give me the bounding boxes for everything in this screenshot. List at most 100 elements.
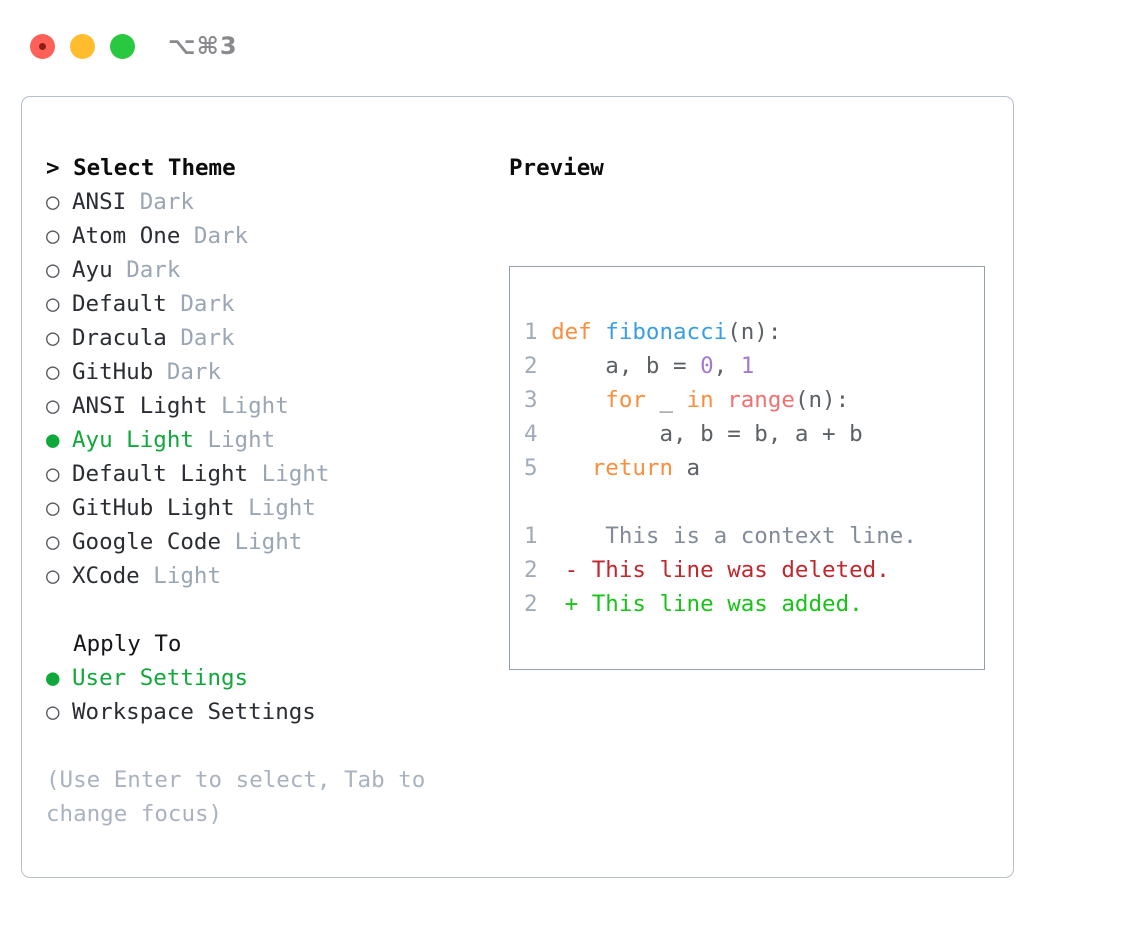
theme-option-dracula[interactable]: ○ Dracula Dark <box>46 321 476 355</box>
theme-option-github[interactable]: ○ GitHub Dark <box>46 355 476 389</box>
radio-unselected-icon: ○ <box>46 325 60 351</box>
code-token: in <box>686 387 714 413</box>
code-line: 2 a, b = 0, 1 <box>524 349 917 383</box>
theme-option-label: Ayu Light <box>72 427 208 453</box>
theme-option-label: GitHub <box>72 359 167 385</box>
theme-option-label: ANSI <box>72 189 140 215</box>
code-token <box>714 387 728 413</box>
code-token: a, b = <box>551 353 701 379</box>
theme-option-label: Default <box>72 291 181 317</box>
close-button[interactable] <box>30 34 55 59</box>
theme-option-google-code[interactable]: ○ Google Code Light <box>46 525 476 559</box>
theme-option-label: Atom One <box>72 223 194 249</box>
theme-option-default[interactable]: ○ Default Dark <box>46 287 476 321</box>
title-bar: ⌥⌘3 <box>8 8 1132 80</box>
theme-selector-panel: > Select Theme ○ANSI Dark○Atom One Dark○… <box>21 96 1014 878</box>
code-token: return <box>591 455 674 481</box>
diff-line-text: + This line was added. <box>551 591 863 617</box>
theme-option-ansi[interactable]: ○ ANSI Dark <box>46 185 476 219</box>
code-line: 5 return a <box>524 451 917 485</box>
diff-line: 2 - This line was deleted. <box>524 553 917 587</box>
theme-variant-tag: Dark <box>180 291 235 317</box>
theme-option-label: Dracula <box>72 325 181 351</box>
code-token: _ <box>645 387 687 413</box>
theme-option-xcode[interactable]: ○ XCode Light <box>46 559 476 593</box>
radio-unselected-icon: ○ <box>46 495 60 521</box>
radio-unselected-icon: ○ <box>46 529 60 555</box>
theme-option-label: XCode <box>72 563 154 589</box>
apply-to-heading: Apply To <box>73 631 182 657</box>
radio-unselected-icon: ○ <box>46 393 60 419</box>
zoom-button[interactable] <box>110 34 135 59</box>
code-token: a <box>673 455 701 481</box>
radio-unselected-icon: ○ <box>46 699 60 725</box>
radio-unselected-icon: ○ <box>46 359 60 385</box>
radio-selected-icon: ● <box>46 665 60 691</box>
theme-variant-tag: Light <box>261 461 330 487</box>
code-token: (n): <box>794 387 850 413</box>
keyboard-shortcut-label: ⌥⌘3 <box>168 32 238 60</box>
diff-line: 2 + This line was added. <box>524 587 917 621</box>
theme-variant-tag: Light <box>234 529 303 555</box>
theme-option-ansi-light[interactable]: ○ ANSI Light Light <box>46 389 476 423</box>
line-number: 2 <box>524 353 552 379</box>
theme-variant-tag: Dark <box>193 223 249 249</box>
line-number: 4 <box>524 421 552 447</box>
traffic-light-group <box>30 34 135 59</box>
radio-unselected-icon: ○ <box>46 189 60 215</box>
code-token: , <box>713 353 741 379</box>
code-token: fibonacci <box>605 319 728 345</box>
code-token: range <box>727 387 795 413</box>
preview-column: Preview 1 def fibonacci(n):2 a, b = 0, 1… <box>509 151 989 670</box>
theme-option-ayu[interactable]: ○Ayu Dark <box>46 253 476 287</box>
apply-to-option-label: User Settings <box>72 665 249 691</box>
apply-to-option-user-settings[interactable]: ● User Settings <box>46 661 476 695</box>
terminal-window: ⌥⌘3 > Select Theme ○ ANSI Dark ○ Atom One D… <box>8 8 1132 926</box>
line-number: 1 <box>524 523 552 549</box>
theme-option-github-light[interactable]: ○ GitHub Light Light <box>46 491 476 525</box>
code-line: 3 for _ in range(n): <box>524 383 917 417</box>
code-token: a, b = b, a + b <box>551 421 863 447</box>
minimize-button[interactable] <box>70 34 95 59</box>
preview-heading: Preview <box>509 155 604 181</box>
diff-line-text: - This line was deleted. <box>551 557 890 583</box>
line-number: 2 <box>524 557 552 583</box>
blank-separator <box>524 485 917 519</box>
code-token: def <box>551 319 606 345</box>
theme-variant-tag: Dark <box>139 189 194 215</box>
theme-option-label: GitHub Light <box>72 495 249 521</box>
line-number: 1 <box>524 319 552 345</box>
theme-variant-tag: Dark <box>166 359 222 385</box>
code-token <box>551 455 592 481</box>
theme-variant-tag: Dark <box>180 325 235 351</box>
radio-unselected-icon: ○ <box>46 563 60 589</box>
theme-option-label: Default Light <box>72 461 262 487</box>
radio-unselected-icon: ○ <box>46 461 60 487</box>
theme-list: ○ANSI Dark○Atom One Dark○Ayu Dark○Defaul… <box>46 185 476 593</box>
theme-option-label: ANSI Light <box>72 393 222 419</box>
code-line: 4 a, b = b, a + b <box>524 417 917 451</box>
theme-list-column: > Select Theme ○ANSI Dark○Atom One Dark○… <box>46 151 476 831</box>
theme-option-label: Ayu <box>72 257 127 283</box>
select-theme-heading: > Select Theme <box>46 155 236 181</box>
theme-variant-tag: Light <box>221 393 289 419</box>
diff-line: 1 This is a context line. <box>524 519 917 553</box>
theme-variant-tag: Dark <box>126 257 181 283</box>
theme-option-default-light[interactable]: ○ Default Light Light <box>46 457 476 491</box>
theme-option-label: Google Code <box>72 529 235 555</box>
theme-variant-tag: Light <box>248 495 316 521</box>
theme-variant-tag: Light <box>153 563 222 589</box>
theme-option-ayu-light[interactable]: ●Ayu Light Light <box>46 423 476 457</box>
code-token <box>551 387 605 413</box>
apply-to-list: ● User Settings ○ Workspace Settings <box>46 661 476 729</box>
code-token: (n): <box>727 319 782 345</box>
theme-option-atom-one[interactable]: ○ Atom One Dark <box>46 219 476 253</box>
code-token: for <box>605 387 646 413</box>
radio-unselected-icon: ○ <box>46 223 60 249</box>
diff-line-text: This is a context line. <box>551 523 917 549</box>
apply-to-option-workspace-settings[interactable]: ○ Workspace Settings <box>46 695 476 729</box>
code-token: 0 <box>700 353 714 379</box>
radio-unselected-icon: ○ <box>46 291 60 317</box>
apply-to-option-label: Workspace Settings <box>72 699 316 725</box>
